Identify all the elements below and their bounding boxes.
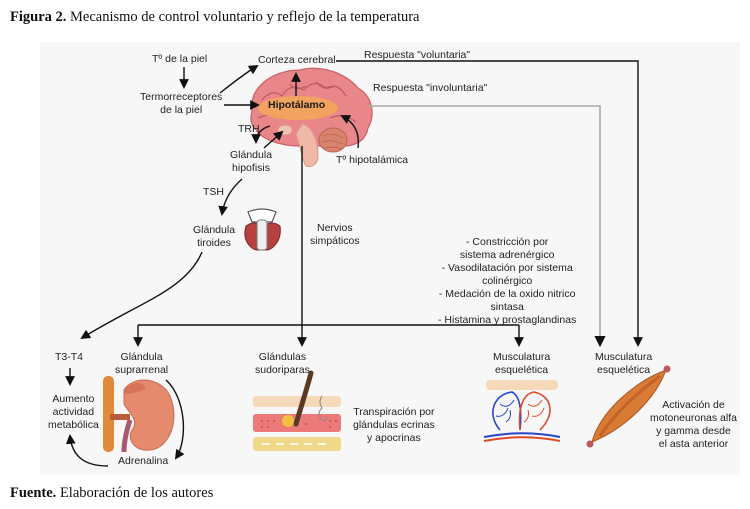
- label-trh: TRH: [238, 123, 260, 135]
- figure-title: Figura 2. Mecanismo de control voluntari…: [10, 9, 420, 26]
- label-line: Glándulas: [258, 351, 307, 363]
- label-hypothalamus: Hipotálamo: [268, 99, 326, 111]
- figure-source-text: Elaboración de los autores: [56, 485, 214, 501]
- label-pituitary: Glándula hipofisis: [230, 149, 272, 175]
- label-line: y apocrinas: [367, 432, 421, 444]
- label-t3-t4: T3-T4: [55, 351, 84, 363]
- label-tsh: TSH: [203, 186, 224, 198]
- arrow-voluntary-response: [336, 60, 643, 347]
- label-line: tiroides: [197, 237, 231, 249]
- label-skin-thermoreceptors: Termorreceptores de la piel: [140, 91, 222, 117]
- label-line: Musculatura: [493, 351, 551, 363]
- label-line: Glándula: [193, 224, 236, 236]
- label-involuntary-response: Respuesta "involuntaria": [373, 82, 488, 94]
- label-line: Glándula: [230, 149, 273, 161]
- arrow-hypothalamic-temp: [340, 115, 360, 149]
- label-adrenaline: Adrenalina: [118, 455, 169, 467]
- label-line: - Vasodilatación por sistema: [441, 262, 573, 274]
- label-line: el asta anterior: [658, 438, 729, 450]
- label-line: hipofisis: [232, 162, 270, 174]
- cerebellum: [318, 127, 348, 153]
- hypothalamus-region: [258, 96, 338, 120]
- label-line: - Constricción por: [466, 236, 549, 248]
- arrow-trh: [251, 125, 271, 144]
- label-line: colinérgico: [482, 275, 533, 287]
- skin-illustration: [253, 370, 341, 451]
- label-line: motoneuronas alfa: [650, 412, 737, 424]
- label-line: esquelética: [597, 364, 651, 376]
- arrow-receptors-to-cortex: [219, 64, 259, 94]
- vascular-illustration: [483, 380, 561, 442]
- label-line: simpáticos: [310, 235, 360, 247]
- hair-follicle: [293, 370, 314, 427]
- label-voluntary-response: Respuesta "voluntaria": [364, 49, 471, 61]
- label-line: Aumento: [52, 393, 95, 405]
- label-hypothalamic-temp: Tº hipotalámica: [336, 154, 409, 166]
- label-line: Termorreceptores: [140, 91, 223, 103]
- label-line: sistema adrenérgico: [459, 249, 555, 261]
- label-sweat-glands: Glándulas sudoriparas: [255, 351, 310, 377]
- arrow-involuntary-response: [368, 105, 606, 348]
- brainstem: [295, 123, 319, 167]
- arrow-brain-to-pituitary: [263, 130, 284, 149]
- label-line: actividad: [52, 406, 95, 418]
- kidney: [123, 379, 175, 451]
- label-sympathetic-nerves: Nervios simpáticos: [310, 222, 360, 248]
- label-line: - Histamina y prostaglandinas: [438, 314, 577, 326]
- thyroid-illustration: [244, 208, 281, 251]
- figure-title-label: Figura 2.: [10, 9, 67, 25]
- label-motoneuron-activation: Activación de motoneuronas alfa y gamma …: [650, 399, 737, 451]
- label-adrenal-gland: Glándula suprarrenal: [115, 351, 168, 377]
- label-line: glándulas ecrinas: [353, 419, 435, 431]
- label-line: - Medación de la oxido nitrico: [438, 288, 576, 300]
- connector-arrows: [65, 60, 643, 467]
- figure-source-label: Fuente.: [10, 485, 57, 501]
- aorta: [103, 376, 114, 452]
- label-skeletal-muscle: Musculatura esquelética: [595, 351, 652, 377]
- label-line: y gamma desde: [656, 425, 731, 437]
- label-skin-temp: Tº de la piel: [152, 53, 208, 65]
- sweat-gland: [282, 415, 294, 427]
- label-line: suprarrenal: [115, 364, 169, 376]
- figure-title-text: Mecanismo de control voluntario y reflej…: [66, 9, 420, 25]
- label-line: Glándula: [120, 351, 163, 363]
- muscle-illustration: [586, 365, 671, 448]
- label-line: Transpiración por: [353, 406, 435, 418]
- label-line: Nervios: [317, 222, 353, 234]
- label-line: Activación de: [662, 399, 725, 411]
- kidney-illustration: [103, 376, 175, 453]
- label-perspiration: Transpiración por glándulas ecrinas y ap…: [353, 406, 435, 445]
- label-line: de la piel: [160, 104, 203, 116]
- figure-source: Fuente. Elaboración de los autores: [10, 485, 213, 502]
- arrow-adrenaline-to-metabolism: [65, 434, 109, 467]
- label-vascular-mechanisms: - Constricción por sistema adrenérgico -…: [438, 236, 576, 327]
- label-line: esquelética: [495, 364, 549, 376]
- label-skeletal-muscle-vascular: Musculatura esquelética: [493, 351, 550, 377]
- label-line: sintasa: [490, 301, 524, 313]
- brain-illustration: [250, 67, 373, 167]
- label-thyroid: Glándula tiroides: [193, 224, 235, 250]
- label-line: sudoriparas: [255, 364, 310, 376]
- label-line: metabólica: [48, 419, 99, 431]
- label-cerebral-cortex: Corteza cerebral: [258, 54, 336, 66]
- arrow-tsh: [218, 178, 243, 216]
- arrow-adrenal-to-adrenaline: [165, 379, 185, 460]
- label-metabolic-increase: Aumento actividad metabólica: [48, 393, 99, 432]
- label-line: Musculatura: [595, 351, 653, 363]
- arrow-thyroid-to-t3t4: [80, 251, 203, 340]
